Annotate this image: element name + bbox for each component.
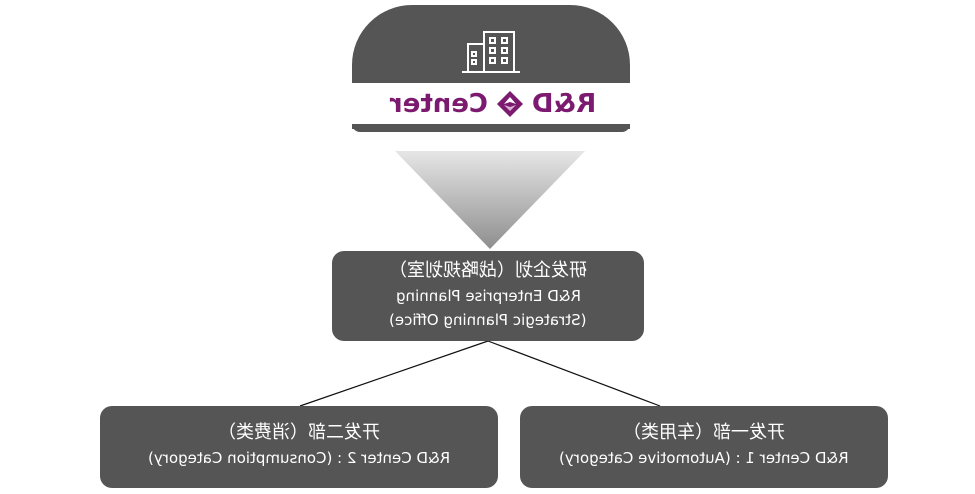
enterprise-planning-box: 研发企划（战略规划室） R&D Enterprise Planning (Str… [332,251,644,341]
rd-center-1-box: 开发一部（车用类） R&D Center 1 : (Automotive Cat… [520,406,888,488]
header-badge-base [352,124,630,132]
rd-center-2-box: 开发二部（消费类） R&D Center 2 : (Consumption Ca… [100,406,498,488]
header-band [352,83,630,124]
center-label: Center [389,89,488,119]
left-box-subtitle: R&D Center 2 : (Consumption Category) [147,449,451,467]
rd-label: R&D [531,89,597,119]
main-box-note: (Strategic Planning Office) [389,311,587,329]
rd-logo-icon [496,91,523,117]
left-box-title: 开发二部（消费类） [218,422,380,443]
right-box-title: 开发一部（车用类） [623,422,785,443]
main-box-title: 研发企划（战略规划室） [389,260,587,281]
funnel-arrow [395,151,585,249]
right-box-subtitle: R&D Center 1 : (Automotive Category) [559,449,849,467]
main-box-subtitle: R&D Enterprise Planning [395,287,581,305]
rd-center-title: R&D Center [378,86,608,122]
building-icon [462,31,520,73]
